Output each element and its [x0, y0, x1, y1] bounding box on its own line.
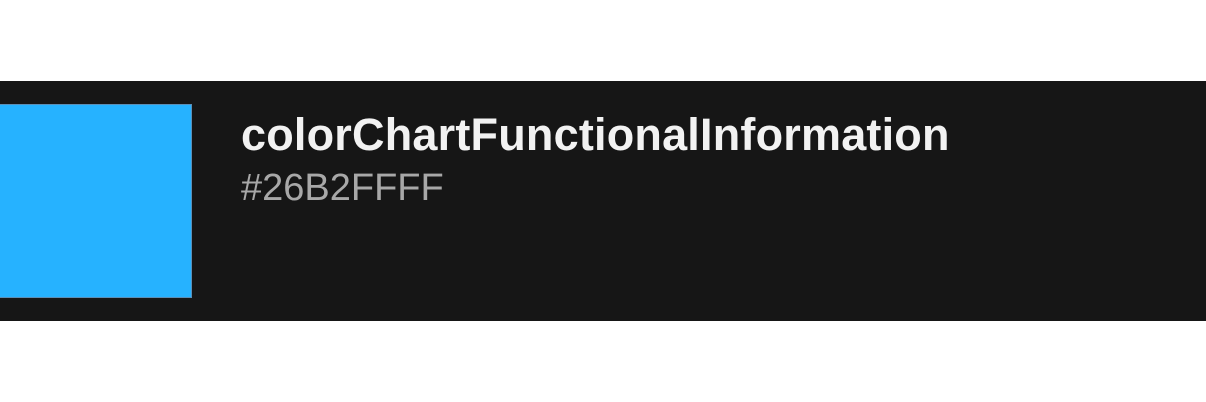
color-token-card: colorChartFunctionalInformation #26B2FFF… [0, 81, 1206, 321]
token-text-block: colorChartFunctionalInformation #26B2FFF… [241, 109, 950, 214]
token-hex-value: #26B2FFFF [241, 167, 444, 209]
color-swatch [0, 104, 192, 298]
token-name: colorChartFunctionalInformation [241, 109, 950, 160]
